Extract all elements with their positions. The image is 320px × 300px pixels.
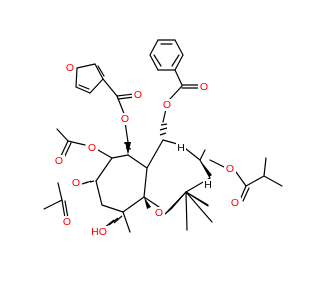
acetate1-ester-bond <box>67 140 86 146</box>
svg-text:H: H <box>177 142 185 154</box>
svg-text:O: O <box>226 163 234 175</box>
methyl-bond <box>122 211 131 233</box>
svg-text:O: O <box>66 62 74 74</box>
benzene-ring <box>149 39 184 71</box>
svg-text:O: O <box>200 81 208 93</box>
svg-text:O: O <box>163 99 171 111</box>
svg-text:O: O <box>155 207 163 219</box>
acetate2-carbonyl-bond <box>61 199 66 219</box>
atom-label-o-acetate2-carbonyl: O <box>61 216 73 228</box>
isobutyrate-ch-bond <box>245 175 265 187</box>
hash-bond <box>123 142 132 150</box>
atom-label-o-acetate1-ester: O <box>86 142 98 154</box>
svg-text:O: O <box>88 142 96 154</box>
atom-label-o-furan: O <box>64 62 76 74</box>
atom-label-o-furoyl-ester: O <box>119 113 131 125</box>
hash-bond <box>159 123 168 136</box>
acetate2-methyl-bond <box>43 199 63 210</box>
wedge-bond <box>144 197 151 209</box>
isobutyrate-methyl-bond <box>263 157 267 177</box>
benzoyl-o-bond <box>162 108 167 123</box>
isobutyrate-methyl-bond <box>263 175 283 187</box>
isobutyrate-o-bond <box>209 159 227 169</box>
molecule-diagram: O O O O O O O O O O O O <box>43 39 283 238</box>
benzoyl-link-bond <box>174 69 183 86</box>
atom-label-o-benzoyl-ester: O <box>161 99 173 111</box>
svg-text:O: O <box>134 89 142 101</box>
svg-text:O: O <box>121 113 129 125</box>
atom-label-hydrogen: H <box>203 179 213 191</box>
acetate2-ester-bond <box>57 182 63 201</box>
atom-label-o-acetate1-carbonyl: O <box>53 155 65 167</box>
atom-label-o-ether: O <box>153 207 165 219</box>
furoyl-carbonyl-bond <box>116 93 135 97</box>
atom-label-o-isobutyrate-carbonyl: O <box>229 197 241 209</box>
benzoyl-ester-bond <box>169 85 183 100</box>
svg-text:H: H <box>204 179 212 191</box>
isobutyrate-ester-bond <box>235 171 247 187</box>
atom-label-o-furoyl-carbonyl: O <box>132 89 144 101</box>
atom-label-hydroxyl: HO <box>88 226 110 238</box>
atom-label-o-isobutyrate-ester: O <box>224 163 236 175</box>
acetate1-o-bond <box>97 149 113 159</box>
wedge-bond <box>200 160 212 177</box>
svg-text:O: O <box>72 177 80 189</box>
ch2-ester-bond <box>124 121 129 143</box>
furan-ring <box>75 63 105 94</box>
furoyl-link-bond <box>102 78 118 97</box>
atom-label-o-acetate2-ester: O <box>70 177 82 189</box>
svg-text:O: O <box>55 155 63 167</box>
hash-bond <box>81 180 95 185</box>
svg-text:O: O <box>231 197 239 209</box>
svg-text:O: O <box>63 216 71 228</box>
svg-text:HO: HO <box>91 226 107 238</box>
structure-canvas: O O O O O O O O O O O O <box>43 39 283 238</box>
atom-label-hydrogen: H <box>176 142 186 154</box>
acetate1-methyl-bond <box>56 128 69 142</box>
atom-label-o-benzoyl-carbonyl: O <box>198 81 210 93</box>
